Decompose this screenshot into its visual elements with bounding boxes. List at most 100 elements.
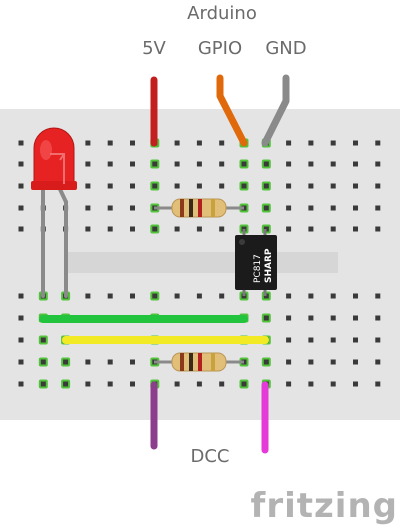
breadboard-hole (330, 337, 336, 343)
breadboard-hole (18, 205, 24, 211)
breadboard-center-channel (68, 252, 338, 273)
breadboard-hole (286, 337, 292, 343)
breadboard-hole (219, 161, 225, 167)
pin-5v-label: 5V (142, 38, 166, 59)
breadboard-hole (263, 161, 269, 167)
breadboard-hole (375, 226, 381, 232)
breadboard-hole (308, 359, 314, 365)
breadboard-hole (308, 140, 314, 146)
breadboard-hole (219, 381, 225, 387)
arduino-label: Arduino (187, 3, 257, 24)
optocoupler-chip-icon: PC817 SHARP (235, 229, 277, 296)
breadboard-hole (63, 359, 69, 365)
breadboard-hole (107, 183, 113, 189)
breadboard-hole (353, 226, 358, 232)
breadboard-hole (308, 381, 314, 387)
fritzing-logo-icon: fritzing (251, 486, 398, 526)
resistor-icon (154, 352, 244, 372)
breadboard-hole (196, 140, 202, 146)
wire-gpio (216, 74, 248, 147)
breadboard-hole (85, 381, 91, 387)
resistor-icon (154, 198, 244, 218)
breadboard-hole (375, 183, 381, 189)
breadboard-hole (375, 359, 381, 365)
pin-gpio-label: GPIO (198, 38, 242, 59)
breadboard-hole (196, 161, 202, 167)
breadboard-hole (353, 161, 358, 167)
breadboard-hole (330, 359, 336, 365)
breadboard-hole (219, 226, 225, 232)
breadboard-hole (286, 315, 292, 321)
breadboard-hole (286, 140, 292, 146)
breadboard-hole (241, 183, 247, 189)
breadboard-hole (85, 293, 91, 299)
breadboard-hole (286, 359, 292, 365)
breadboard-hole (219, 140, 225, 146)
breadboard-hole (308, 315, 314, 321)
breadboard-hole (85, 161, 91, 167)
breadboard-hole (174, 293, 180, 299)
wire-gnd (261, 74, 290, 147)
breadboard-hole (286, 293, 292, 299)
breadboard-hole (263, 183, 269, 189)
breadboard-hole (130, 381, 135, 387)
breadboard-hole (18, 381, 24, 387)
breadboard-hole (130, 140, 135, 146)
breadboard-hole (130, 359, 135, 365)
breadboard-hole (107, 205, 113, 211)
breadboard-hole (219, 293, 225, 299)
breadboard-hole (286, 205, 292, 211)
breadboard-hole (174, 226, 180, 232)
breadboard-hole (85, 226, 91, 232)
breadboard-hole (308, 337, 314, 343)
breadboard-hole (308, 226, 314, 232)
breadboard-hole (174, 140, 180, 146)
breadboard-hole (286, 226, 292, 232)
breadboard-hole (130, 226, 135, 232)
breadboard-hole (107, 161, 113, 167)
breadboard-hole (18, 140, 24, 146)
breadboard-hole (330, 183, 336, 189)
breadboard-hole (353, 183, 358, 189)
breadboard-hole (107, 293, 113, 299)
breadboard-hole (353, 381, 358, 387)
breadboard-hole (353, 205, 358, 211)
breadboard-hole (85, 140, 91, 146)
breadboard-hole (375, 140, 381, 146)
breadboard-hole (263, 205, 269, 211)
breadboard-hole (107, 226, 113, 232)
breadboard-hole (152, 293, 158, 299)
breadboard-hole (375, 315, 381, 321)
breadboard-hole (174, 161, 180, 167)
breadboard-hole (18, 359, 24, 365)
breadboard-hole (375, 161, 381, 167)
breadboard-hole (196, 293, 202, 299)
breadboard-hole (130, 161, 135, 167)
breadboard-hole (353, 337, 358, 343)
breadboard-hole (375, 337, 381, 343)
breadboard-hole (330, 161, 336, 167)
breadboard-hole (375, 293, 381, 299)
breadboard-hole (353, 140, 358, 146)
breadboard-hole (353, 293, 358, 299)
breadboard-hole (152, 183, 158, 189)
breadboard-hole (130, 183, 135, 189)
breadboard-hole (308, 183, 314, 189)
breadboard-hole (241, 161, 247, 167)
breadboard-hole (263, 359, 269, 365)
breadboard-hole (18, 226, 24, 232)
breadboard-hole (286, 183, 292, 189)
breadboard-hole (196, 226, 202, 232)
breadboard-hole (308, 161, 314, 167)
breadboard-hole (330, 205, 336, 211)
red-led-icon (31, 127, 77, 190)
breadboard-hole (63, 381, 69, 387)
breadboard-hole (107, 381, 113, 387)
breadboard-hole (18, 337, 24, 343)
breadboard-hole (330, 226, 336, 232)
breadboard-hole (219, 183, 225, 189)
breadboard-hole (40, 359, 46, 365)
breadboard-hole (353, 315, 358, 321)
breadboard-hole (241, 381, 247, 387)
